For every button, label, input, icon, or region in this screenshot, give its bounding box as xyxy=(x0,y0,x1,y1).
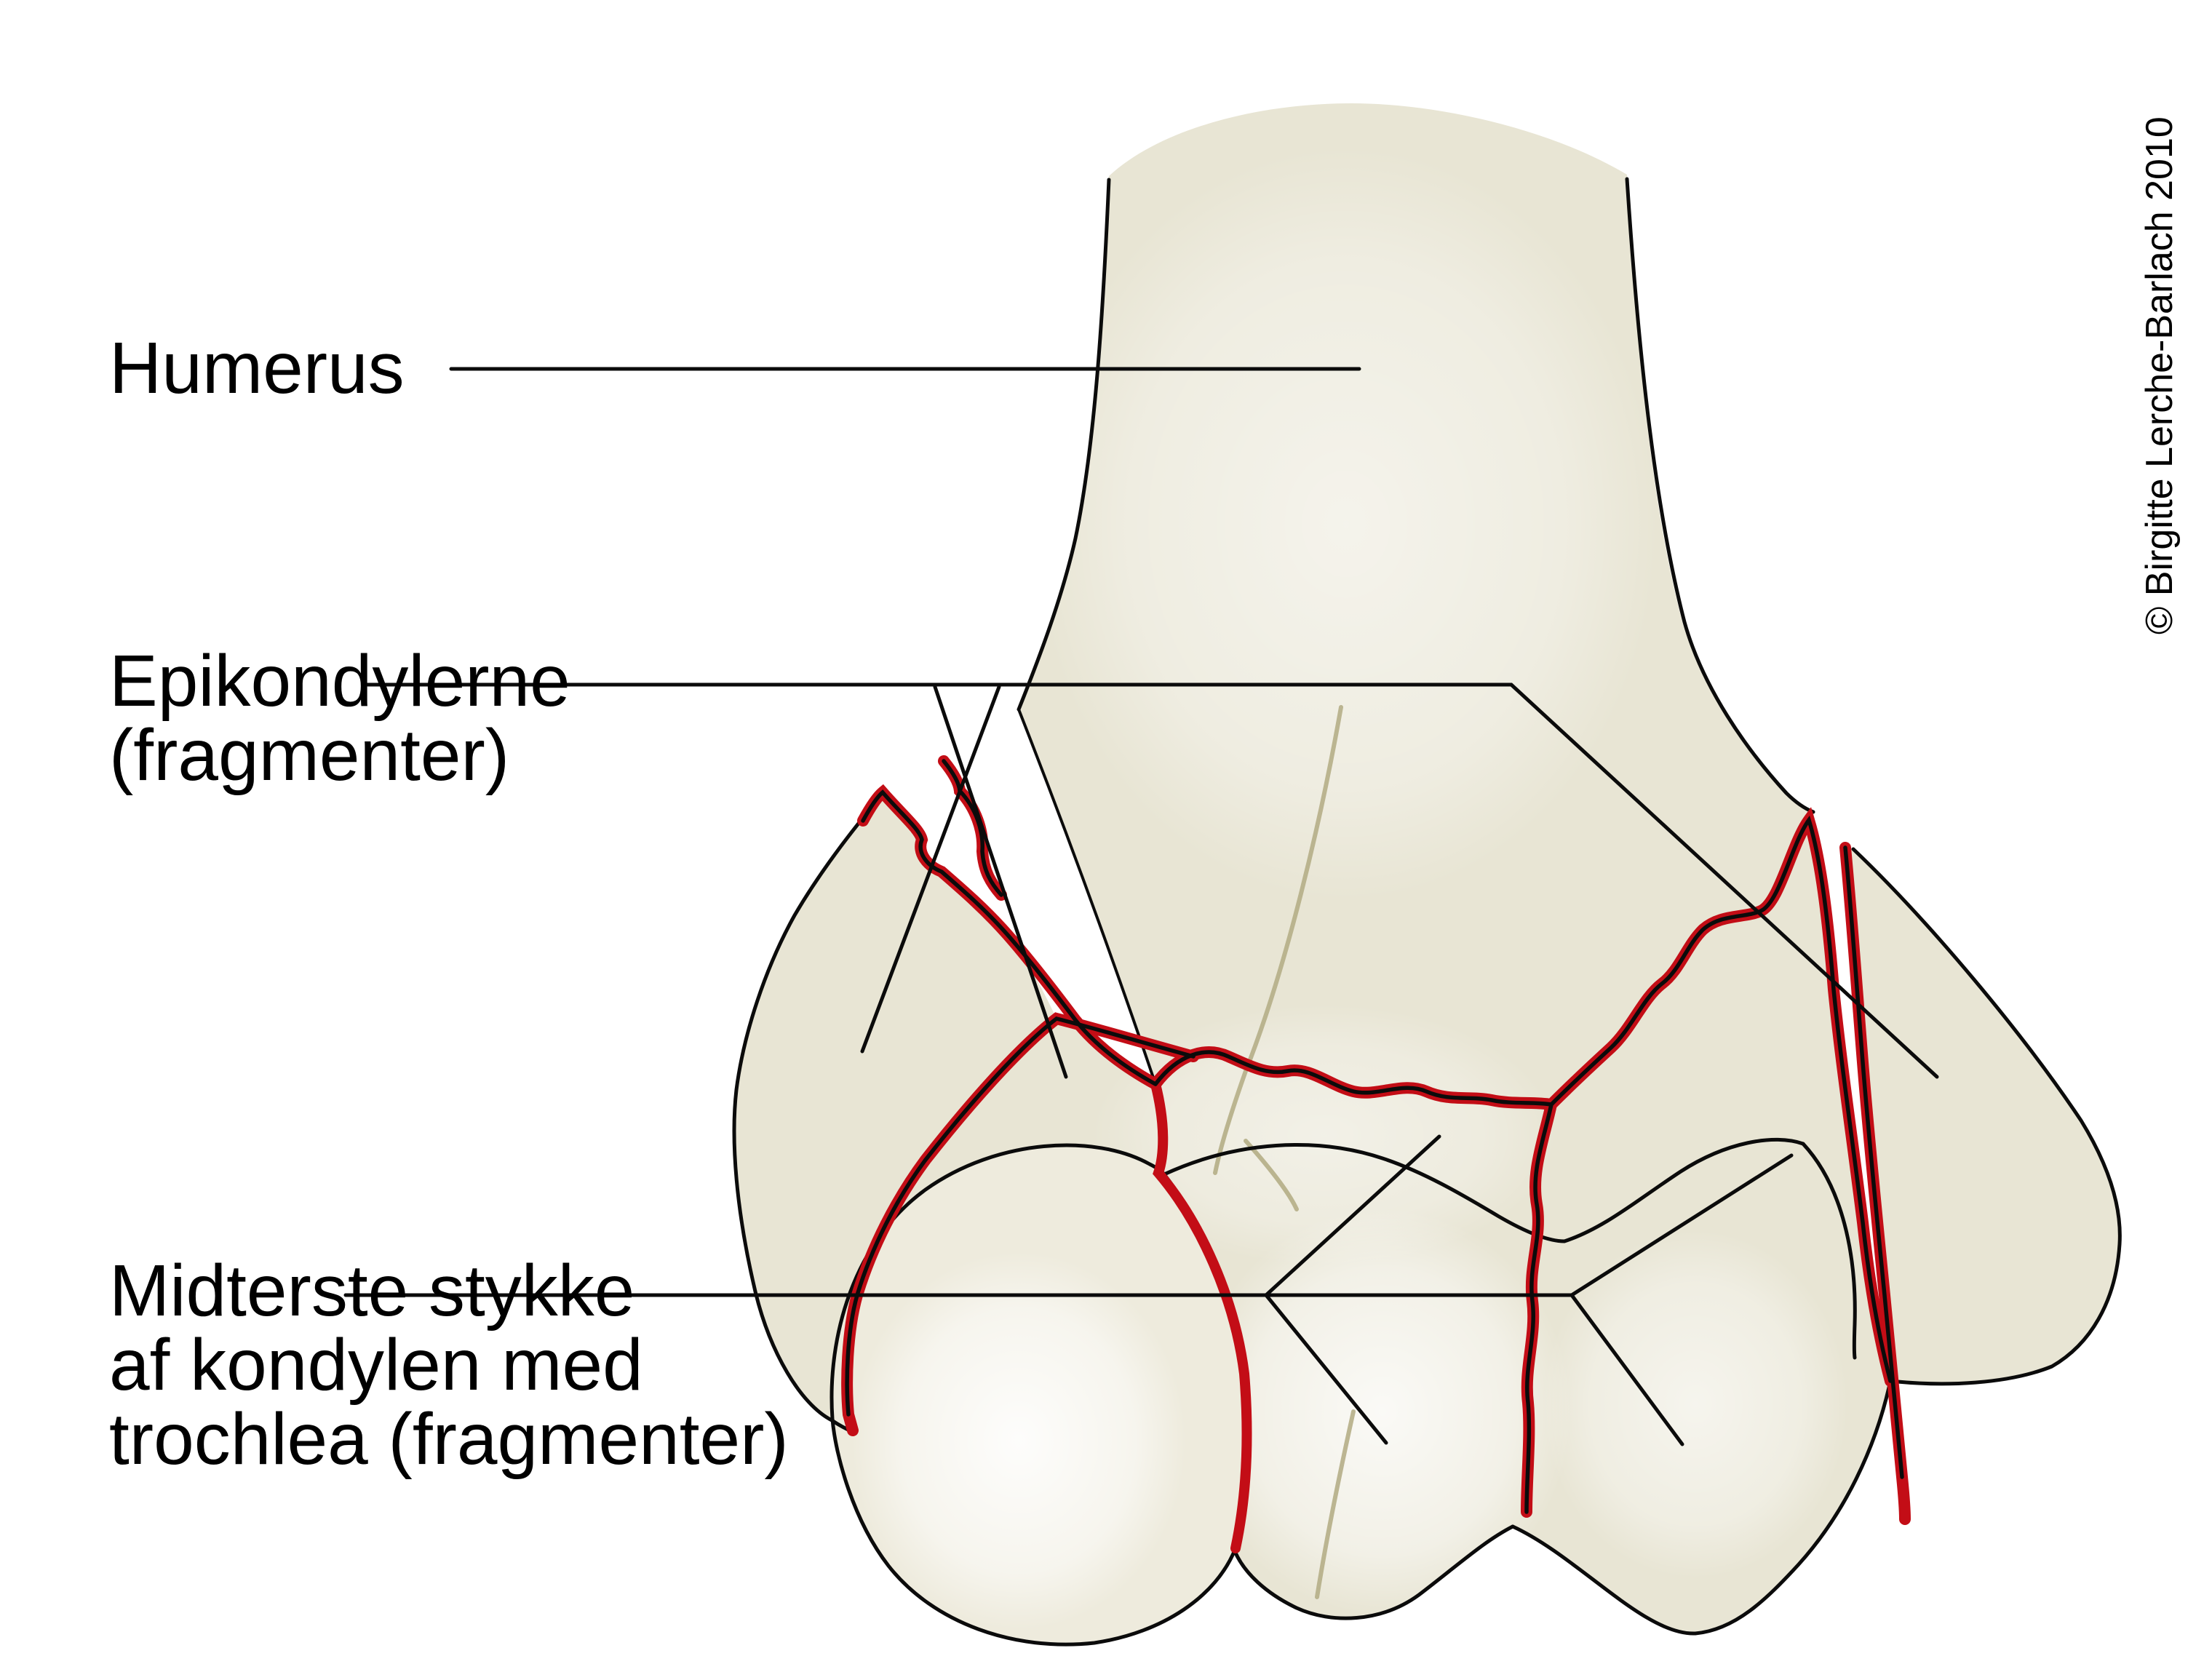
fracture-line-condylar-groove xyxy=(1150,1079,1252,1553)
fracture-core-group xyxy=(845,759,1904,1514)
right-fragment-outline xyxy=(1851,847,2122,1386)
copyright-credit: © Birgitte Lerche-Barlach 2010 xyxy=(2139,116,2181,634)
right-epicondyle-fragment xyxy=(1845,848,2120,1384)
fracture-core-medial-descending xyxy=(845,1016,1195,1417)
shaft-right-outline xyxy=(1625,177,1815,814)
label-middle-piece-line1: Midterste stykke xyxy=(109,1250,634,1331)
shaft-highlight xyxy=(1033,146,1659,902)
label-middle-piece-line3: trochlea (fragmenter) xyxy=(109,1398,789,1480)
leader-middle-j2-down xyxy=(1570,1293,1684,1446)
crease-line-lower xyxy=(1315,1409,1356,1599)
left-epicondyle-fragment xyxy=(734,792,1057,1432)
fracture-core-lateral-rise xyxy=(1549,815,1893,1383)
right-condyle-bottom-outline xyxy=(1511,1379,1893,1636)
bone-highlight-group xyxy=(1033,146,1848,1615)
label-group: Humerus Epikondylerne (fragmenter) Midte… xyxy=(109,116,2181,1480)
leader-epicondyles-main xyxy=(365,682,1939,1079)
fracture-core-lateral-vertical xyxy=(1843,845,1904,1479)
leader-epicondyles-branch-left xyxy=(860,685,1001,1054)
label-middle-piece-line2: af kondylen med xyxy=(109,1324,643,1406)
left-fragment-outer-outline xyxy=(732,789,887,1434)
fracture-core-supracondylar xyxy=(1153,1050,1553,1107)
leader-middle-j1-down xyxy=(1264,1293,1388,1445)
shaft-left-outline xyxy=(1017,178,1111,712)
fracture-gap-wedge xyxy=(883,709,1155,1084)
trochlea-top-outline xyxy=(1162,1137,1805,1243)
label-humerus: Humerus xyxy=(109,327,405,409)
leader-middle-j1-up xyxy=(1264,1134,1441,1297)
shaft-fracture-edge-left xyxy=(1017,708,1157,1086)
right-condyle-highlight xyxy=(1543,1230,1848,1579)
leader-middle-j2-up xyxy=(1570,1153,1794,1297)
leader-epicondyles-branch-mid xyxy=(933,685,1068,1079)
fracture-core-central-vertical xyxy=(1524,1102,1553,1514)
leader-line-group xyxy=(343,367,1939,1446)
right-condyle-front-outline xyxy=(1801,1142,1857,1360)
label-epicondyles-line2: (fragmenter) xyxy=(109,714,509,796)
crease-line-upper xyxy=(1213,705,1343,1175)
left-condyle-highlight xyxy=(851,1251,1186,1630)
trochlea-highlight xyxy=(1193,1208,1572,1615)
label-epicondyles-line1: Epikondylerne xyxy=(109,640,570,722)
trochlea-bottom-outline xyxy=(1233,1524,1515,1620)
fracture-core-medial-prong xyxy=(942,759,1003,897)
metaphysis-highlight xyxy=(1091,1004,1557,1266)
bone-outline-group xyxy=(732,177,2122,1636)
